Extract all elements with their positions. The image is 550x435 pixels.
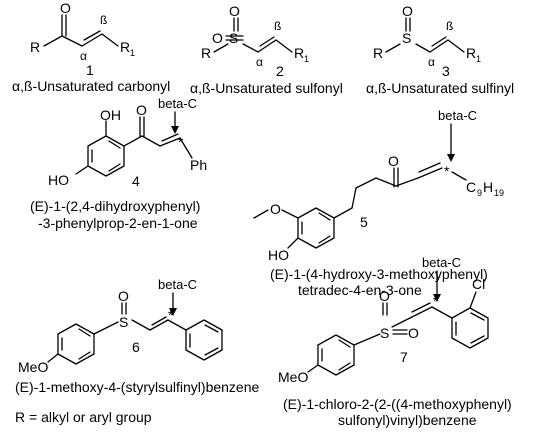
beta-star: *: [168, 307, 174, 323]
atom-r1: R: [120, 39, 130, 55]
compound-7-name-line2: sulfonyl)vinyl)benzene: [338, 412, 477, 428]
atom-s: S: [119, 314, 128, 330]
atom-o: O: [388, 153, 399, 169]
atom-meo: MeO: [18, 359, 48, 375]
compound-6: O S * MeO beta-C 6 (E)-1-methoxy-4-(styr…: [15, 277, 260, 395]
beta-label: ß: [274, 19, 281, 33]
beta-star: *: [444, 163, 450, 179]
atom-s: S: [402, 30, 411, 46]
beta-c-label: beta-C: [158, 96, 197, 111]
atom-o: O: [270, 201, 281, 217]
compound-number-1: 1: [86, 62, 94, 78]
alpha-label: α: [428, 55, 435, 69]
atom-oh: OH: [100, 107, 121, 123]
caption-sulfinyl: α,ß-Unsaturated sulfinyl: [366, 80, 514, 96]
atom-s: S: [229, 30, 238, 46]
atom-c9h19-sub-19: 19: [494, 188, 504, 198]
compound-number-6: 6: [132, 339, 140, 355]
caption-carbonyl: α,ß-Unsaturated carbonyl: [12, 78, 170, 94]
beta-c-label: beta-C: [438, 108, 477, 123]
atom-c9h19-h: H: [483, 179, 493, 195]
atom-r1-subscript: 1: [304, 54, 309, 64]
atom-r: R: [373, 45, 383, 61]
atom-r: R: [30, 39, 40, 55]
compound-number-3: 3: [442, 63, 450, 79]
structure-2-sulfonyl: O O S R R 1 α ß 2 α,ß-Unsaturated sulfon…: [190, 3, 343, 96]
compound-number-5: 5: [360, 214, 368, 230]
atom-o: O: [408, 325, 419, 341]
atom-c9h19-sub-9: 9: [477, 188, 482, 198]
compound-6-name-line1: (E)-1-methoxy-4-(styrylsulfinyl)benzene: [15, 379, 260, 395]
atom-cl: Cl: [472, 276, 485, 292]
compound-5: O O HO * C 9 H 19 beta-C 5 (E)-1-(4-hydr…: [253, 108, 504, 298]
atom-o: O: [229, 3, 240, 19]
atom-s: S: [380, 325, 389, 341]
atom-r1-subscript: 1: [130, 48, 135, 58]
structure-3-sulfinyl: O S R R 1 α ß 3 α,ß-Unsaturated sulfinyl: [366, 3, 514, 96]
atom-o: O: [136, 102, 147, 118]
atom-ho: HO: [268, 247, 289, 263]
atom-r: R: [201, 45, 211, 61]
beta-label: ß: [446, 19, 453, 33]
beta-c-label: beta-C: [422, 255, 461, 270]
beta-star: *: [433, 293, 439, 309]
compound-number-4: 4: [132, 173, 140, 189]
compound-5-name-line2: tetradec-4-en-3-one: [298, 282, 422, 298]
compound-7-name-line1: (E)-1-chloro-2-(2-((4-methoxyphenyl): [283, 396, 512, 412]
compound-4-name-line2: -3-phenylprop-2-en-1-one: [38, 215, 198, 231]
caption-sulfonyl: α,ß-Unsaturated sulfonyl: [190, 80, 343, 96]
beta-c-label: beta-C: [158, 277, 197, 292]
atom-meo: MeO: [278, 369, 308, 385]
compound-7: O O S * Cl MeO beta-C 7 (E)-1-chloro-2-(…: [278, 255, 512, 428]
atom-o: O: [379, 288, 390, 304]
atom-r1: R: [466, 45, 476, 61]
alpha-label: α: [256, 55, 263, 69]
compound-4-name-line1: (E)-1-(2,4-dihydroxyphenyl): [30, 198, 200, 214]
footnote: R = alkyl or aryl group: [15, 409, 152, 425]
atom-o: O: [402, 3, 413, 19]
alpha-label: α: [80, 49, 87, 63]
compound-number-7: 7: [400, 349, 408, 365]
beta-star: *: [178, 134, 184, 150]
atom-r1-subscript: 1: [476, 54, 481, 64]
structure-1-carbonyl: O R R 1 α ß 1 α,ß-Unsaturated carbonyl: [12, 0, 170, 94]
atom-o: O: [60, 0, 71, 16]
atom-c9h19: C: [466, 179, 476, 195]
atom-o: O: [212, 30, 223, 46]
atom-ph: Ph: [190, 157, 207, 173]
atom-ho: HO: [48, 172, 69, 188]
atom-o: O: [118, 288, 129, 304]
compound-4: OH HO O * Ph beta-C 4 (E)-1-(2,4-dihydro…: [30, 96, 207, 231]
compound-number-2: 2: [276, 63, 284, 79]
atom-r1: R: [294, 45, 304, 61]
beta-label: ß: [100, 13, 107, 27]
compound-5-name-line1: (E)-1-(4-hydroxy-3-methoxyphenyl): [270, 266, 488, 282]
